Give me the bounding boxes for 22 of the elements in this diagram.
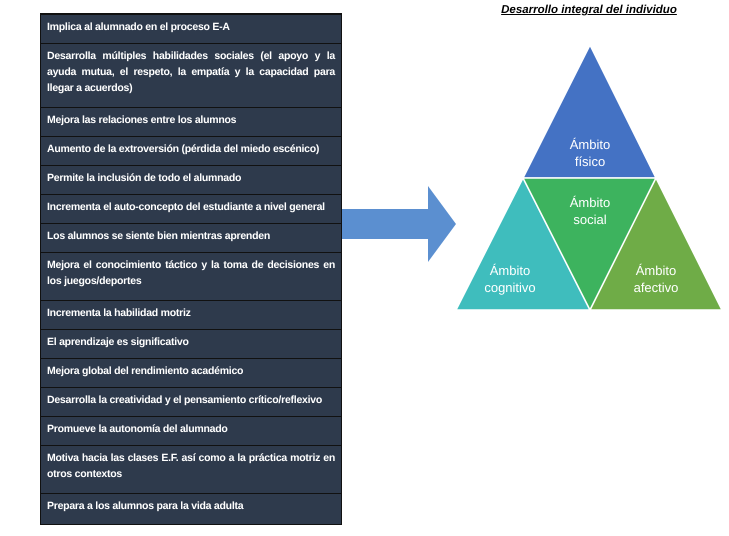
- list-item: Los alumnos se siente bien mientras aprenden: [41, 223, 341, 252]
- list-panel: [40, 13, 342, 525]
- list-item: Desarrolla múltiples habilidades sociales (el apoyo y la ayuda mutua, el respeto, la empatía y la capacidad para llegar a acuerdos): [41, 43, 341, 107]
- list-item: Mejora global del rendimiento académico: [41, 358, 341, 387]
- list-item: Incrementa la habilidad motriz: [41, 300, 341, 329]
- list-item: Desarrolla la creatividad y el pensamiento crítico/reflexivo: [41, 387, 341, 416]
- triangle-label: Ámbito cognitivo: [483, 262, 537, 296]
- list-item: Promueve la autonomía del alumnado: [41, 416, 341, 445]
- list-item: Motiva hacia las clases E.F. así como a la práctica motriz en otros contextos: [41, 445, 341, 493]
- list-item: El aprendizaje es significativo: [41, 329, 341, 358]
- triangle-label: Ámbito social: [568, 194, 612, 228]
- list-item: Mejora el conocimiento táctico y la toma de decisiones en los juegos/deportes: [41, 252, 341, 300]
- list-item: Permite la inclusión de todo el alumnado: [41, 165, 341, 194]
- list-item: Mejora las relaciones entre los alumnos: [41, 107, 341, 136]
- list-item: Aumento de la extroversión (pérdida del miedo escénico): [41, 136, 341, 165]
- pyramid-heading: Desarrollo integral del individuo: [500, 4, 678, 16]
- block-arrow: [342, 186, 456, 262]
- list-item: Prepara a los alumnos para la vida adulta: [41, 493, 341, 522]
- list-item: Incrementa el auto-concepto del estudiante a nivel general: [41, 194, 341, 223]
- triangle-label: Ámbito afectivo: [632, 262, 680, 296]
- triangle-label: Ámbito físico: [568, 136, 612, 170]
- list-item: Implica al alumnado en el proceso E-A: [41, 14, 341, 43]
